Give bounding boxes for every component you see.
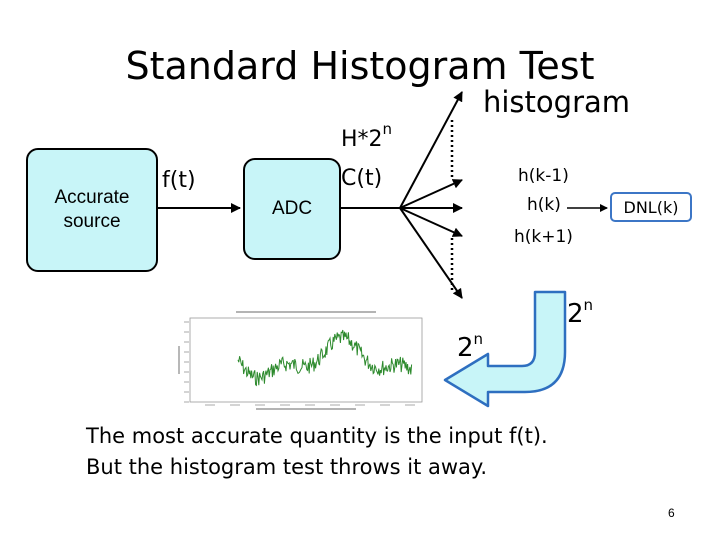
input-signal-label: f(t)	[162, 168, 196, 193]
page-number: 6	[668, 506, 675, 520]
fan-arrow-lower	[399, 207, 463, 237]
caption-line2: But the histogram test throws it away.	[86, 455, 488, 479]
total-hits-base: H*2	[341, 127, 383, 152]
fan-arrow-top	[399, 91, 463, 209]
dnl-label: DNL(k)	[623, 197, 679, 217]
bin-next-label: h(k+1)	[514, 227, 573, 247]
adc-label: ADC	[271, 198, 313, 219]
plot-frame	[189, 317, 423, 403]
return-arrow	[443, 290, 567, 408]
plot-y-ticks	[184, 321, 189, 403]
power-left-exponent: n	[473, 330, 484, 348]
bin-prev-label: h(k-1)	[518, 166, 569, 186]
histogram-label: histogram	[483, 85, 631, 119]
power-right-base: 2	[567, 299, 584, 329]
power-label-right: 2n	[567, 296, 593, 329]
source-label-line2: source	[63, 211, 121, 232]
dnl-box: DNL(k)	[610, 192, 692, 222]
adc-output-label: C(t)	[341, 166, 383, 191]
fan-arrow-upper	[399, 179, 463, 209]
source-label-line1: Accurate	[54, 187, 130, 208]
total-hits-label: H*2n	[341, 120, 392, 152]
total-hits-exponent: n	[382, 120, 393, 138]
power-label-left: 2n	[457, 330, 483, 363]
signal-trace-thumbnail	[178, 311, 423, 410]
power-right-exponent: n	[583, 296, 594, 314]
caption-line1: The most accurate quantity is the input …	[86, 424, 548, 448]
accurate-source-box: Accurate source	[26, 148, 158, 272]
signal-trace	[237, 329, 413, 387]
power-left-base: 2	[457, 333, 474, 363]
slide-title: Standard Histogram Test	[125, 44, 595, 88]
bin-current-label: h(k)	[527, 195, 561, 215]
adc-box: ADC	[243, 158, 341, 260]
